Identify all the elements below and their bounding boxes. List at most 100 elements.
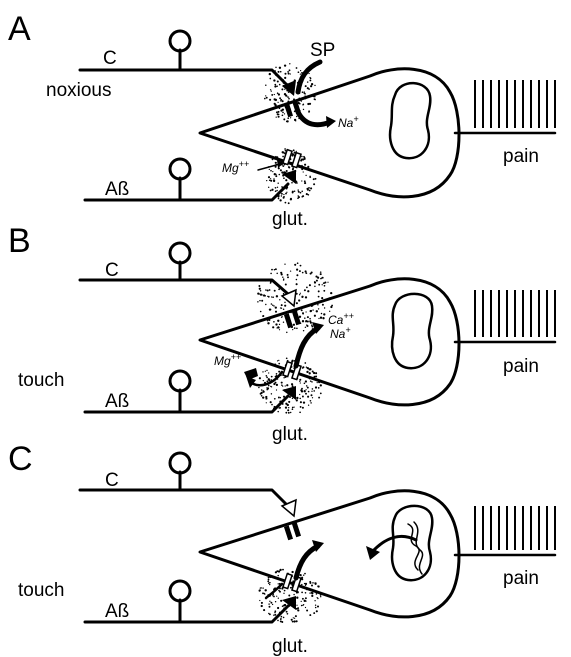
stipple-dot bbox=[279, 97, 281, 99]
stipple-dot bbox=[260, 290, 262, 292]
stipple-dot bbox=[278, 397, 280, 399]
stipple-dot bbox=[283, 607, 284, 608]
stipple-dot bbox=[299, 411, 301, 413]
stipple-dot bbox=[292, 169, 294, 171]
stipple-dot bbox=[276, 273, 277, 274]
glut-label: glut. bbox=[272, 209, 308, 230]
stipple-dot bbox=[305, 175, 306, 176]
stipple-dot bbox=[316, 280, 318, 282]
stipple-dot bbox=[271, 90, 272, 91]
stipple-dot bbox=[265, 371, 266, 372]
stipple-dot bbox=[284, 148, 286, 150]
c-fiber-label: C bbox=[105, 470, 119, 491]
stipple-dot bbox=[261, 605, 263, 607]
c-fiber-axon bbox=[80, 490, 288, 506]
stipple-dot bbox=[322, 317, 324, 319]
stipple-dot bbox=[304, 182, 306, 184]
stipple-dot bbox=[304, 573, 306, 575]
stipple-dot bbox=[283, 194, 284, 195]
stipple-dot bbox=[270, 190, 272, 192]
stipple-dot bbox=[314, 98, 316, 100]
stipple-dot bbox=[281, 304, 283, 306]
stipple-dot bbox=[315, 607, 317, 609]
stipple-dot bbox=[329, 311, 330, 312]
stipple-dot bbox=[315, 582, 317, 584]
nucleus bbox=[390, 83, 430, 158]
stipple-dot bbox=[279, 299, 280, 300]
stipple-dot bbox=[281, 382, 283, 384]
stipple-dot bbox=[269, 601, 270, 602]
stipple-dot bbox=[261, 602, 263, 604]
stipple-dot bbox=[269, 78, 271, 80]
stipple-dot bbox=[304, 583, 305, 584]
stipple-dot bbox=[282, 276, 283, 277]
stipple-dot bbox=[304, 164, 306, 166]
stipple-dot bbox=[296, 597, 298, 599]
stipple-dot bbox=[287, 276, 289, 278]
stipple-dot bbox=[267, 387, 269, 389]
stipple-dot bbox=[286, 186, 288, 188]
ab-fiber-label: Aß bbox=[105, 179, 129, 200]
stipple-dot bbox=[268, 372, 269, 373]
stimulus-label: noxious bbox=[46, 80, 112, 101]
stipple-dot bbox=[271, 189, 273, 191]
ion-entry-arrow bbox=[296, 546, 318, 578]
stipple-dot bbox=[289, 69, 291, 71]
stipple-dot bbox=[290, 73, 291, 74]
ion-channel-icon bbox=[284, 525, 293, 540]
stipple-dot bbox=[292, 407, 294, 409]
stipple-dot bbox=[302, 91, 304, 93]
stipple-dot bbox=[309, 592, 310, 593]
stipple-dot bbox=[262, 316, 263, 317]
stipple-dot bbox=[277, 111, 279, 113]
sp-arrow bbox=[298, 62, 320, 92]
stipple-dot bbox=[292, 191, 294, 193]
stipple-dot bbox=[282, 187, 283, 188]
stipple-dot bbox=[287, 71, 289, 73]
stipple-dot bbox=[257, 292, 259, 294]
stipple-dot bbox=[294, 264, 296, 266]
stipple-dot bbox=[279, 407, 281, 409]
stipple-dot bbox=[286, 384, 288, 386]
stipple-dot bbox=[287, 404, 289, 406]
stipple-dot bbox=[307, 194, 309, 196]
stipple-dot bbox=[284, 264, 285, 265]
stipple-dot bbox=[313, 372, 315, 374]
stipple-dot bbox=[309, 79, 311, 81]
stipple-dot bbox=[268, 385, 270, 387]
stipple-dot bbox=[290, 270, 291, 271]
ab-fiber-label: Aß bbox=[105, 391, 129, 412]
stipple-dot bbox=[282, 156, 284, 158]
stipple-dot bbox=[304, 390, 306, 392]
stipple-dot bbox=[288, 595, 290, 597]
stipple-dot bbox=[279, 401, 281, 403]
stipple-dot bbox=[317, 605, 319, 607]
stipple-dot bbox=[285, 202, 287, 204]
stipple-dot bbox=[276, 384, 278, 386]
stipple-dot bbox=[258, 387, 259, 388]
stipple-dot bbox=[269, 73, 271, 75]
stipple-dot bbox=[300, 406, 302, 408]
stipple-dot bbox=[282, 386, 283, 387]
stipple-dot bbox=[320, 596, 321, 597]
spike-train-icon bbox=[475, 506, 555, 550]
stipple-dot bbox=[308, 391, 310, 393]
stipple-dot bbox=[323, 313, 325, 315]
stipple-dot bbox=[322, 304, 324, 306]
stipple-dot bbox=[267, 289, 269, 291]
stipple-dot bbox=[269, 606, 271, 608]
stipple-dot bbox=[317, 597, 318, 598]
stipple-dot bbox=[300, 192, 301, 193]
stipple-dot bbox=[323, 282, 325, 284]
stipple-dot bbox=[284, 302, 285, 303]
stipple-dot bbox=[305, 583, 307, 585]
stipple-dot bbox=[305, 85, 307, 87]
stipple-dot bbox=[285, 406, 287, 408]
stipple-dot bbox=[286, 121, 288, 123]
stipple-dot bbox=[279, 329, 280, 330]
stipple-dot bbox=[305, 389, 306, 390]
stipple-dot bbox=[305, 327, 306, 328]
stipple-dot bbox=[310, 187, 312, 189]
stipple-dot bbox=[265, 589, 267, 591]
stipple-dot bbox=[311, 326, 313, 328]
